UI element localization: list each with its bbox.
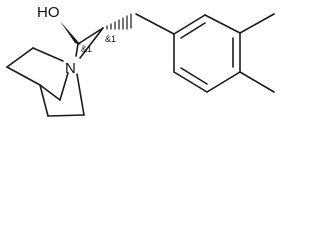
benzene-ring: [173, 14, 241, 93]
bond-lower-arm: [47, 114, 85, 117]
wedge-bond-oh: [60, 21, 81, 45]
bond-n-ch2-lower: [76, 73, 85, 116]
atom-label-oh: HO: [37, 4, 60, 21]
atom-label-n: N: [65, 60, 76, 77]
bond-upper-to-bridgehead: [6, 66, 41, 86]
quinuclidine-cage: [6, 27, 104, 117]
structure-canvas: HO N &1 &1: [0, 0, 281, 126]
bond-upper-arm: [6, 47, 34, 68]
hashed-wedge-bond: [106, 13, 132, 30]
bond-middle-arm: [39, 84, 61, 101]
hydroxyl-bond: [60, 21, 81, 45]
bond-n-ch2-middle: [59, 72, 69, 101]
bond-c2-c3: [77, 27, 104, 45]
bond-n-ch2-upper: [32, 47, 64, 62]
bond-n-c2: [75, 43, 79, 57]
molecule-structure: HO N &1 &1: [6, 4, 275, 117]
methyl-bond-4: [239, 71, 275, 93]
stereo-label-c3: &1: [105, 34, 116, 44]
bond-c3-n: [79, 27, 104, 59]
stereo-label-c2: &1: [81, 44, 92, 54]
methyl-bond-3: [239, 13, 275, 34]
bond-lower-to-bridgehead: [39, 84, 49, 117]
bond-ch2-ring: [135, 13, 175, 35]
